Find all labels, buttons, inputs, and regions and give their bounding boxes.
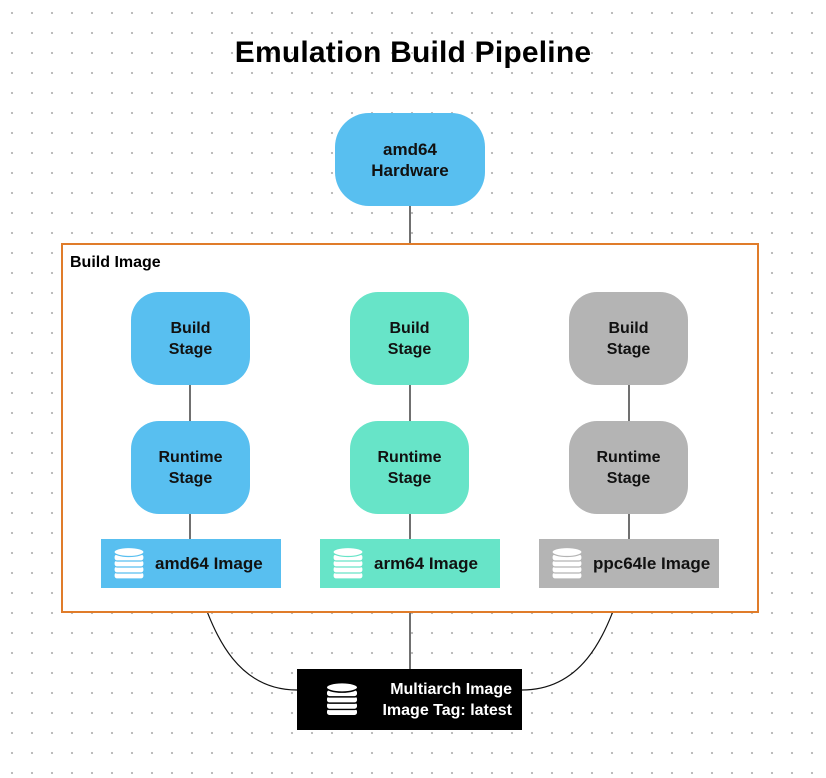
node-line: Stage bbox=[387, 340, 432, 358]
arm64-image-node[interactable]: arm64 Image bbox=[320, 539, 500, 588]
image-label: amd64 Image bbox=[155, 553, 263, 573]
node-line: Stage bbox=[606, 469, 651, 487]
node-line: Build bbox=[389, 319, 430, 337]
arm64-runtime-stage-node[interactable]: Runtime Stage bbox=[350, 421, 469, 514]
database-icon bbox=[325, 681, 359, 716]
node-line: Runtime bbox=[596, 448, 661, 466]
image-label: ppc64le Image bbox=[593, 553, 711, 573]
node-line: Build bbox=[608, 319, 649, 337]
arm64-build-stage-node[interactable]: Build Stage bbox=[350, 292, 469, 385]
node-line: Hardware bbox=[371, 160, 449, 180]
database-icon bbox=[113, 546, 145, 580]
amd64-build-stage-node[interactable]: Build Stage bbox=[131, 292, 250, 385]
ppc64le-image-node[interactable]: ppc64le Image bbox=[539, 539, 719, 588]
node-line: Runtime bbox=[377, 448, 442, 466]
ppc64le-build-stage-node[interactable]: Build Stage bbox=[569, 292, 688, 385]
multiarch-image-node[interactable]: Multiarch Image Image Tag: latest bbox=[297, 669, 522, 730]
amd64-image-node[interactable]: amd64 Image bbox=[101, 539, 281, 588]
group-label: Build Image bbox=[70, 254, 161, 271]
diagram-title: Emulation Build Pipeline bbox=[234, 36, 592, 69]
database-icon bbox=[332, 546, 364, 580]
ppc64le-runtime-stage-node[interactable]: Runtime Stage bbox=[569, 421, 688, 514]
node-line: amd64 bbox=[383, 139, 437, 159]
node-line: Stage bbox=[168, 340, 213, 358]
node-line: Stage bbox=[168, 469, 213, 487]
amd64-hardware-node[interactable]: amd64 Hardware bbox=[335, 113, 485, 206]
node-line: Build bbox=[170, 319, 211, 337]
database-icon bbox=[551, 546, 583, 580]
multiarch-title: Multiarch Image bbox=[390, 680, 512, 698]
amd64-runtime-stage-node[interactable]: Runtime Stage bbox=[131, 421, 250, 514]
node-line: Stage bbox=[387, 469, 432, 487]
node-line: Runtime bbox=[158, 448, 223, 466]
image-label: arm64 Image bbox=[374, 553, 478, 573]
multiarch-tag: Image Tag: latest bbox=[382, 701, 512, 719]
node-line: Stage bbox=[606, 340, 651, 358]
